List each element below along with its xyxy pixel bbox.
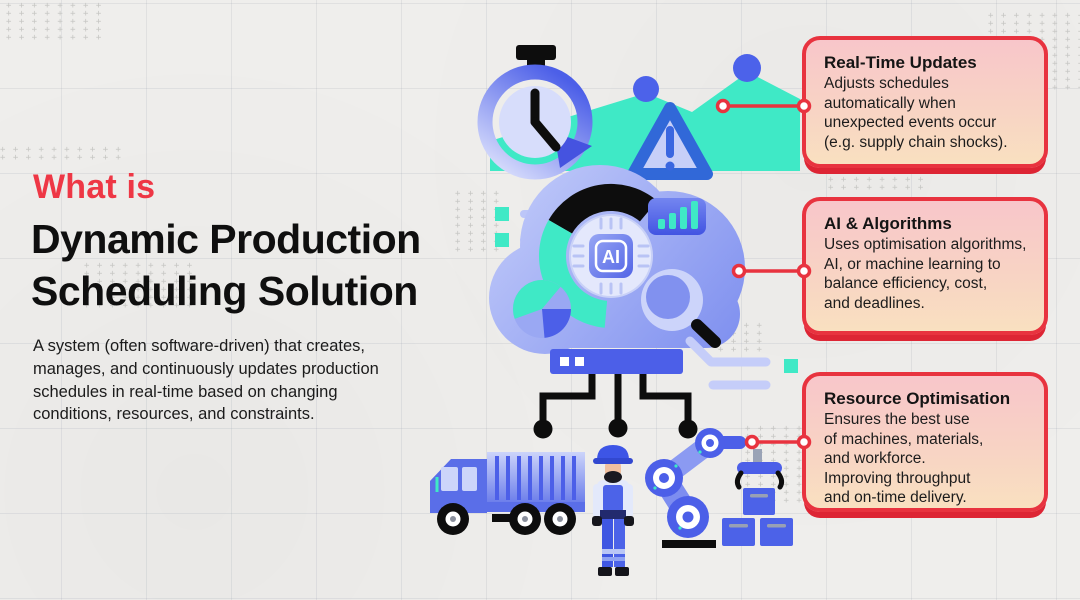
central-illustration: AI (430, 45, 812, 576)
chart-point (733, 54, 761, 82)
callout-card-realtime-updates: Real-Time Updates Adjusts schedules auto… (802, 36, 1048, 168)
warning-triangle-icon (627, 102, 713, 180)
pie-chart-icon (512, 280, 571, 338)
plus-pattern: + + + + + + + + + + + + + + + + + + + + … (84, 261, 194, 311)
plus-pattern: + + + + + + + + + + + + + + + + + + + + … (6, 1, 103, 43)
truck-icon (430, 452, 585, 535)
ai-chip-icon: AI (569, 214, 653, 298)
robot-sparkles (653, 450, 702, 530)
callout-connectors (715, 98, 812, 450)
connector-tree (533, 374, 698, 439)
card-body: Uses optimisation algorithms, AI, or mac… (824, 236, 1027, 312)
magnifier-icon (641, 269, 721, 348)
chart-point (633, 76, 659, 102)
plus-pattern: + + + + + + + + + + + + + + + + (828, 175, 925, 193)
connector-dot (796, 263, 812, 279)
connector-dot (796, 434, 812, 450)
page-description: A system (often software-driven) that cr… (33, 337, 379, 424)
card-title: Real-Time Updates (824, 53, 977, 72)
stopwatch-icon (477, 45, 593, 180)
robot-arm-icon (645, 428, 785, 548)
card-title: AI & Algorithms (824, 214, 952, 233)
card-body: Adjusts schedules automatically when une… (824, 75, 1008, 151)
connector-dot (731, 263, 747, 279)
intro-block: What is Dynamic Production Scheduling So… (31, 168, 463, 426)
shipping-boxes-icon (722, 488, 793, 546)
connector-dot (715, 98, 731, 114)
decor-right (685, 336, 798, 390)
card-title: Resource Optimisation (824, 389, 1011, 408)
callout-card-resource-optimisation: Resource Optimisation Ensures the best u… (802, 372, 1048, 512)
network-switch (550, 349, 683, 374)
plus-pattern: + + + + + + + + + + + + + + + + + + + + (0, 145, 122, 163)
connector-dot (744, 434, 760, 450)
bar-chart-icon (648, 198, 706, 235)
callout-card-ai-algorithms: AI & Algorithms Uses optimisation algori… (802, 197, 1048, 335)
card-body: Ensures the best use of machines, materi… (824, 411, 984, 507)
ai-chip-label: AI (602, 247, 620, 267)
page-title: Dynamic Production Scheduling Solution (31, 216, 421, 315)
truck-wheels (437, 503, 576, 535)
connector-dot (796, 98, 812, 114)
factory-worker-icon (592, 445, 634, 576)
robot-claw (734, 449, 785, 490)
chip-pins (572, 217, 650, 295)
kicker-text: What is (33, 168, 156, 206)
